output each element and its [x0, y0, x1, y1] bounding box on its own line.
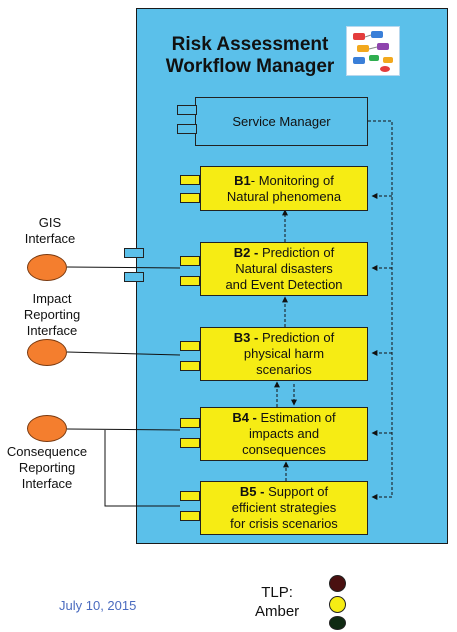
block-b2-line2: Natural disasters	[235, 261, 333, 276]
title-line-1: Risk Assessment	[171, 34, 329, 55]
block-b2-line1: Prediction of	[258, 245, 335, 260]
gis-interface-label-line2: Interface	[24, 231, 76, 246]
tlp-label-line1: TLP:	[261, 584, 293, 601]
block-b1-line1: - Monitoring of	[250, 172, 334, 188]
block-b2-line3: and Event Detection	[225, 277, 343, 292]
block-b5-port-1	[180, 491, 200, 501]
consequence-interface-label-line3: Interface	[21, 476, 73, 491]
block-b3-id: B3 -	[233, 330, 259, 345]
block-b2-port-1	[180, 256, 200, 266]
block-b1-port-2	[180, 193, 200, 203]
block-b5-line3: for crisis scenarios	[230, 516, 338, 531]
block-b3-port-2	[180, 361, 200, 371]
block-b1: B1- Monitoring of Natural phenomena	[200, 166, 368, 211]
impact-interface-label-line3: Interface	[26, 323, 78, 338]
gis-interface-port-1	[124, 248, 144, 258]
block-b5-line1: Support of	[264, 484, 329, 499]
block-b3: B3 - Prediction of physical harm scenari…	[200, 327, 368, 381]
block-b5-line2: efficient strategies	[231, 500, 337, 515]
block-b5-port-2	[180, 511, 200, 521]
impact-interface-label: Impact Reporting Interface	[12, 291, 92, 339]
block-b4-line1: Estimation of	[256, 410, 336, 425]
block-b4-line2: impacts and	[248, 426, 320, 441]
gis-interface-node	[27, 254, 67, 281]
gis-interface-label-line1: GIS	[38, 215, 62, 230]
block-b3-line3: scenarios	[256, 362, 312, 377]
service-manager-port-2	[177, 124, 197, 134]
impact-interface-label-line1: Impact	[32, 291, 72, 306]
block-b1-line2: Natural phenomena	[226, 188, 342, 204]
block-b2-port-2	[180, 276, 200, 286]
block-b1-id: B1	[234, 172, 251, 188]
consequence-interface-label-line2: Reporting	[18, 460, 76, 475]
service-manager-port-1	[177, 105, 197, 115]
block-b5: B5 - Support of efficient strategies for…	[200, 481, 368, 535]
service-manager-label: Service Manager	[232, 113, 331, 129]
block-b2: B2 - Prediction of Natural disasters and…	[200, 242, 368, 296]
block-b4-id: B4 -	[232, 410, 257, 425]
tlp-label-line2: Amber	[255, 603, 300, 620]
block-b3-port-1	[180, 341, 200, 351]
footer-date: July 10, 2015	[59, 598, 137, 613]
gis-interface-label: GIS Interface	[14, 215, 86, 247]
tlp-green-light-icon	[329, 616, 346, 630]
consequence-interface-node	[27, 415, 67, 442]
service-manager-box: Service Manager	[195, 97, 368, 146]
block-b5-id: B5 -	[239, 484, 265, 499]
block-b2-id: B2 -	[233, 245, 259, 260]
block-b1-port-1	[180, 175, 200, 185]
tlp-label: TLP: Amber	[255, 583, 299, 621]
block-b4: B4 - Estimation of impacts and consequen…	[200, 407, 368, 461]
gis-interface-port-2	[124, 272, 144, 282]
diagram-title: Risk Assessment Workflow Manager	[150, 34, 350, 78]
impact-interface-label-line2: Reporting	[23, 307, 81, 322]
impact-interface-node	[27, 339, 67, 366]
consequence-interface-label-line1: Consequence	[6, 444, 88, 459]
consequence-interface-label: Consequence Reporting Interface	[4, 444, 90, 492]
block-b4-port-1	[180, 418, 200, 428]
block-b4-line3: consequences	[242, 442, 326, 457]
block-b3-line1: Prediction of	[258, 330, 335, 345]
title-line-2: Workflow Manager	[165, 56, 335, 77]
block-b4-port-2	[180, 438, 200, 448]
tlp-amber-light-icon	[329, 596, 346, 613]
block-b3-line2: physical harm	[243, 346, 325, 361]
workflow-logo-icon	[346, 26, 400, 76]
tlp-red-light-icon	[329, 575, 346, 592]
